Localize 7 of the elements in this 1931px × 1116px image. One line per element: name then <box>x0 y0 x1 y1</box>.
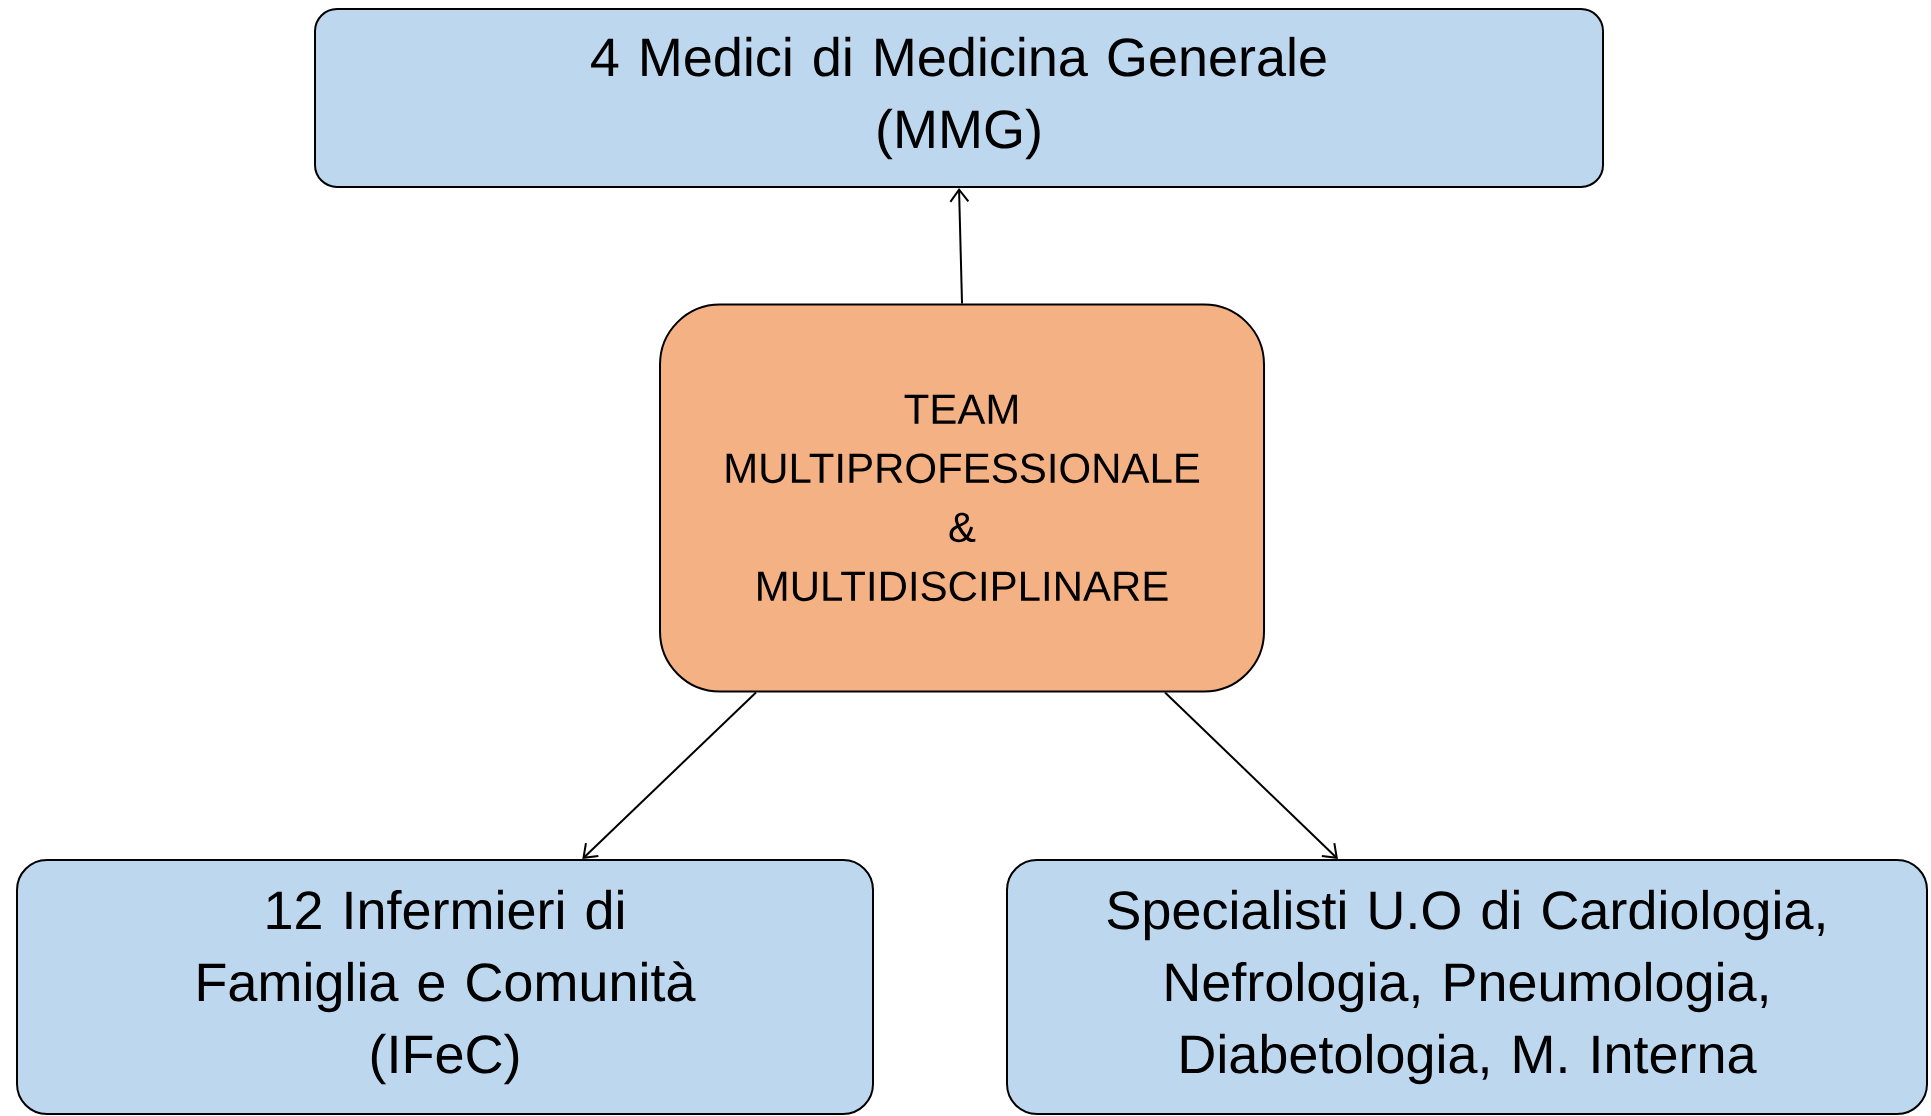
team-box: TEAM MULTIPROFESSIONALE & MULTIDISCIPLINARE <box>659 303 1265 693</box>
arrow <box>582 691 757 859</box>
role-box: Specialisti U.O di Cardiologia, Nefrologia, Pneumologia, Diabetologia, M. Interna <box>1006 859 1928 1115</box>
role-box: 12 Infermieri di Famiglia e Comunità (IFeC) <box>16 859 874 1115</box>
arrow <box>949 188 970 305</box>
arrow <box>1164 691 1338 859</box>
role-box: 4 Medici di Medicina Generale (MMG) <box>314 8 1604 188</box>
